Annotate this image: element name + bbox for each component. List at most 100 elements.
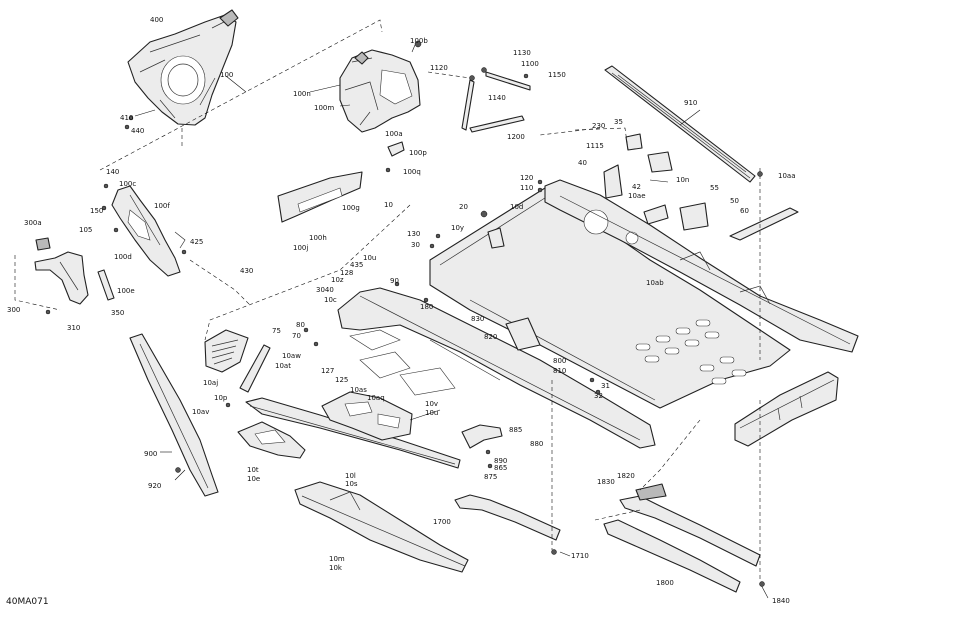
callout-920: 920 bbox=[148, 482, 161, 490]
callout-30: 30 bbox=[411, 241, 420, 249]
rail-910 bbox=[604, 65, 756, 183]
callout-105: 105 bbox=[79, 226, 92, 234]
callout-865: 865 bbox=[494, 464, 507, 472]
assembly-10t bbox=[237, 421, 306, 459]
callout-890: 890 bbox=[494, 457, 507, 465]
callout-810: 810 bbox=[553, 367, 566, 375]
callout-100c: 100c bbox=[119, 180, 136, 188]
callout-10z: 10z bbox=[331, 276, 344, 284]
callout-31: 31 bbox=[601, 382, 610, 390]
callout-140: 140 bbox=[106, 168, 119, 176]
arm-10at bbox=[239, 344, 271, 393]
callout-10y: 10y bbox=[451, 224, 464, 232]
callout-128: 128 bbox=[340, 269, 353, 277]
callout-10aw: 10aw bbox=[282, 352, 301, 360]
callout-35: 35 bbox=[614, 118, 623, 126]
callout-90: 90 bbox=[390, 277, 399, 285]
callout-100h: 100h bbox=[309, 234, 327, 242]
callout-75: 75 bbox=[272, 327, 281, 335]
lower-rail-10m bbox=[294, 481, 469, 573]
side-bracket-100c bbox=[111, 185, 186, 277]
callout-300a: 300a bbox=[24, 219, 42, 227]
callout-910: 910 bbox=[684, 99, 697, 107]
right-side-rail bbox=[544, 179, 859, 353]
callout-130: 130 bbox=[407, 230, 420, 238]
bracket-10y bbox=[487, 227, 505, 249]
callout-10m: 10m bbox=[329, 555, 345, 563]
callout-10k: 10k bbox=[329, 564, 343, 572]
callout-32: 32 bbox=[594, 392, 603, 400]
lower-rails-1800 bbox=[603, 483, 761, 593]
outrigger-300 bbox=[34, 237, 115, 305]
bracket-800 bbox=[505, 317, 541, 351]
callout-1710: 1710 bbox=[571, 552, 589, 560]
callout-125: 125 bbox=[335, 376, 348, 384]
callout-10aa: 10aa bbox=[778, 172, 796, 180]
callout-10e: 10e bbox=[247, 475, 260, 483]
callout-50: 50 bbox=[730, 197, 739, 205]
callout-1840: 1840 bbox=[772, 597, 790, 605]
callout-885: 885 bbox=[509, 426, 522, 434]
callout-100q: 100q bbox=[403, 168, 421, 176]
callout-10av: 10av bbox=[192, 408, 209, 416]
front-bulkhead-upper bbox=[127, 9, 239, 126]
drawing-reference-code: 40MA071 bbox=[6, 597, 49, 607]
callout-60: 60 bbox=[740, 207, 749, 215]
callout-100d: 100d bbox=[114, 253, 132, 261]
callout-400: 400 bbox=[150, 16, 163, 24]
callout-10c: 10c bbox=[324, 296, 337, 304]
beam-10s bbox=[245, 397, 461, 469]
callout-425: 425 bbox=[190, 238, 203, 246]
callout-410: 410 bbox=[120, 114, 133, 122]
front-bulkhead-center bbox=[339, 49, 421, 133]
front-panel-10aj bbox=[204, 329, 249, 373]
callout-70: 70 bbox=[292, 332, 301, 340]
callout-100: 100 bbox=[220, 71, 233, 79]
callout-42: 42 bbox=[632, 183, 641, 191]
callout-10ae: 10ae bbox=[628, 192, 646, 200]
callout-100n: 100n bbox=[293, 90, 311, 98]
callout-1830: 1830 bbox=[597, 478, 615, 486]
callout-10at: 10at bbox=[275, 362, 291, 370]
plate-100g bbox=[277, 171, 363, 223]
callout-100p: 100p bbox=[409, 149, 427, 157]
callout-80: 80 bbox=[296, 321, 305, 329]
callout-100e: 100e bbox=[117, 287, 135, 295]
callout-10t: 10t bbox=[247, 466, 259, 474]
callout-1140: 1140 bbox=[488, 94, 506, 102]
callout-1115: 1115 bbox=[586, 142, 604, 150]
callout-3040: 3040 bbox=[316, 286, 334, 294]
callout-10d: 10d bbox=[510, 203, 523, 211]
callout-1100: 1100 bbox=[521, 60, 539, 68]
callout-100f: 100f bbox=[154, 202, 170, 210]
callout-230: 230 bbox=[592, 122, 605, 130]
rail-1700 bbox=[454, 494, 561, 541]
callout-10p: 10p bbox=[214, 394, 228, 402]
callout-800: 800 bbox=[553, 357, 566, 365]
callout-1120: 1120 bbox=[430, 64, 448, 72]
plate-10v bbox=[321, 391, 413, 441]
left-side-rail bbox=[337, 287, 656, 449]
callout-127: 127 bbox=[321, 367, 334, 375]
steering-rods bbox=[461, 67, 531, 133]
callout-10u-lower: 10u bbox=[425, 409, 438, 417]
callout-100j: 100j bbox=[293, 244, 308, 252]
callout-55: 55 bbox=[710, 184, 719, 192]
callout-10l: 10l bbox=[345, 472, 356, 480]
callout-100m: 100m bbox=[314, 104, 334, 112]
callout-900: 900 bbox=[144, 450, 157, 458]
arm-880 bbox=[461, 424, 503, 449]
callout-10n: 10n bbox=[676, 176, 689, 184]
callout-10u: 10u bbox=[363, 254, 376, 262]
bracket-60 bbox=[729, 207, 799, 241]
callout-20: 20 bbox=[459, 203, 468, 211]
callout-labels: 400 100 410 440 100b 100n 100m 100a 100p… bbox=[7, 16, 796, 605]
callout-350: 350 bbox=[111, 309, 124, 317]
small-bracket bbox=[387, 141, 405, 157]
brackets-35-40-42 bbox=[603, 133, 709, 231]
callout-100a: 100a bbox=[385, 130, 403, 138]
callout-10: 10 bbox=[384, 201, 393, 209]
callout-1700: 1700 bbox=[433, 518, 451, 526]
callout-10ab: 10ab bbox=[646, 279, 664, 287]
